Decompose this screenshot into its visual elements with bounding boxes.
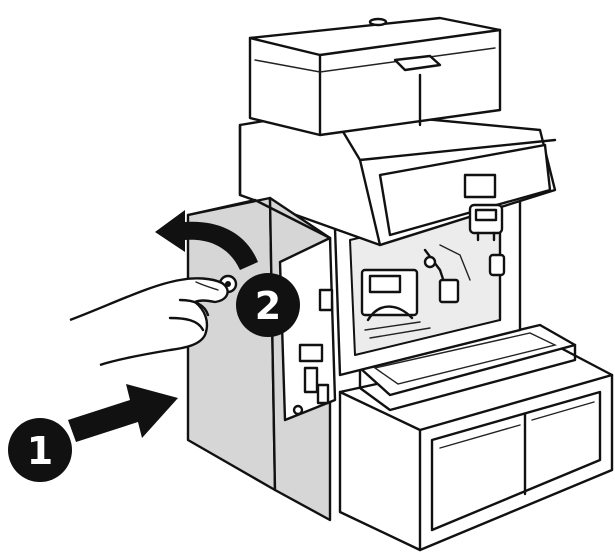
dispenser-nozzle: [468, 203, 504, 242]
coin-mechanism: [278, 236, 337, 422]
step-1-label: 1: [27, 429, 53, 473]
step-2-badge: 2: [236, 273, 300, 337]
hand: [69, 277, 229, 367]
step-1-badge: 1: [8, 418, 72, 482]
drip-tray: [358, 323, 577, 412]
hopper-lid-handle: [393, 54, 442, 127]
inner-mechanism: [360, 244, 471, 339]
base-drawer: [430, 390, 602, 532]
rotate-arrow-icon: [155, 210, 258, 270]
push-arrow-icon: [68, 384, 178, 442]
step-2-label: 2: [255, 284, 281, 328]
top-hopper: [248, 16, 502, 137]
